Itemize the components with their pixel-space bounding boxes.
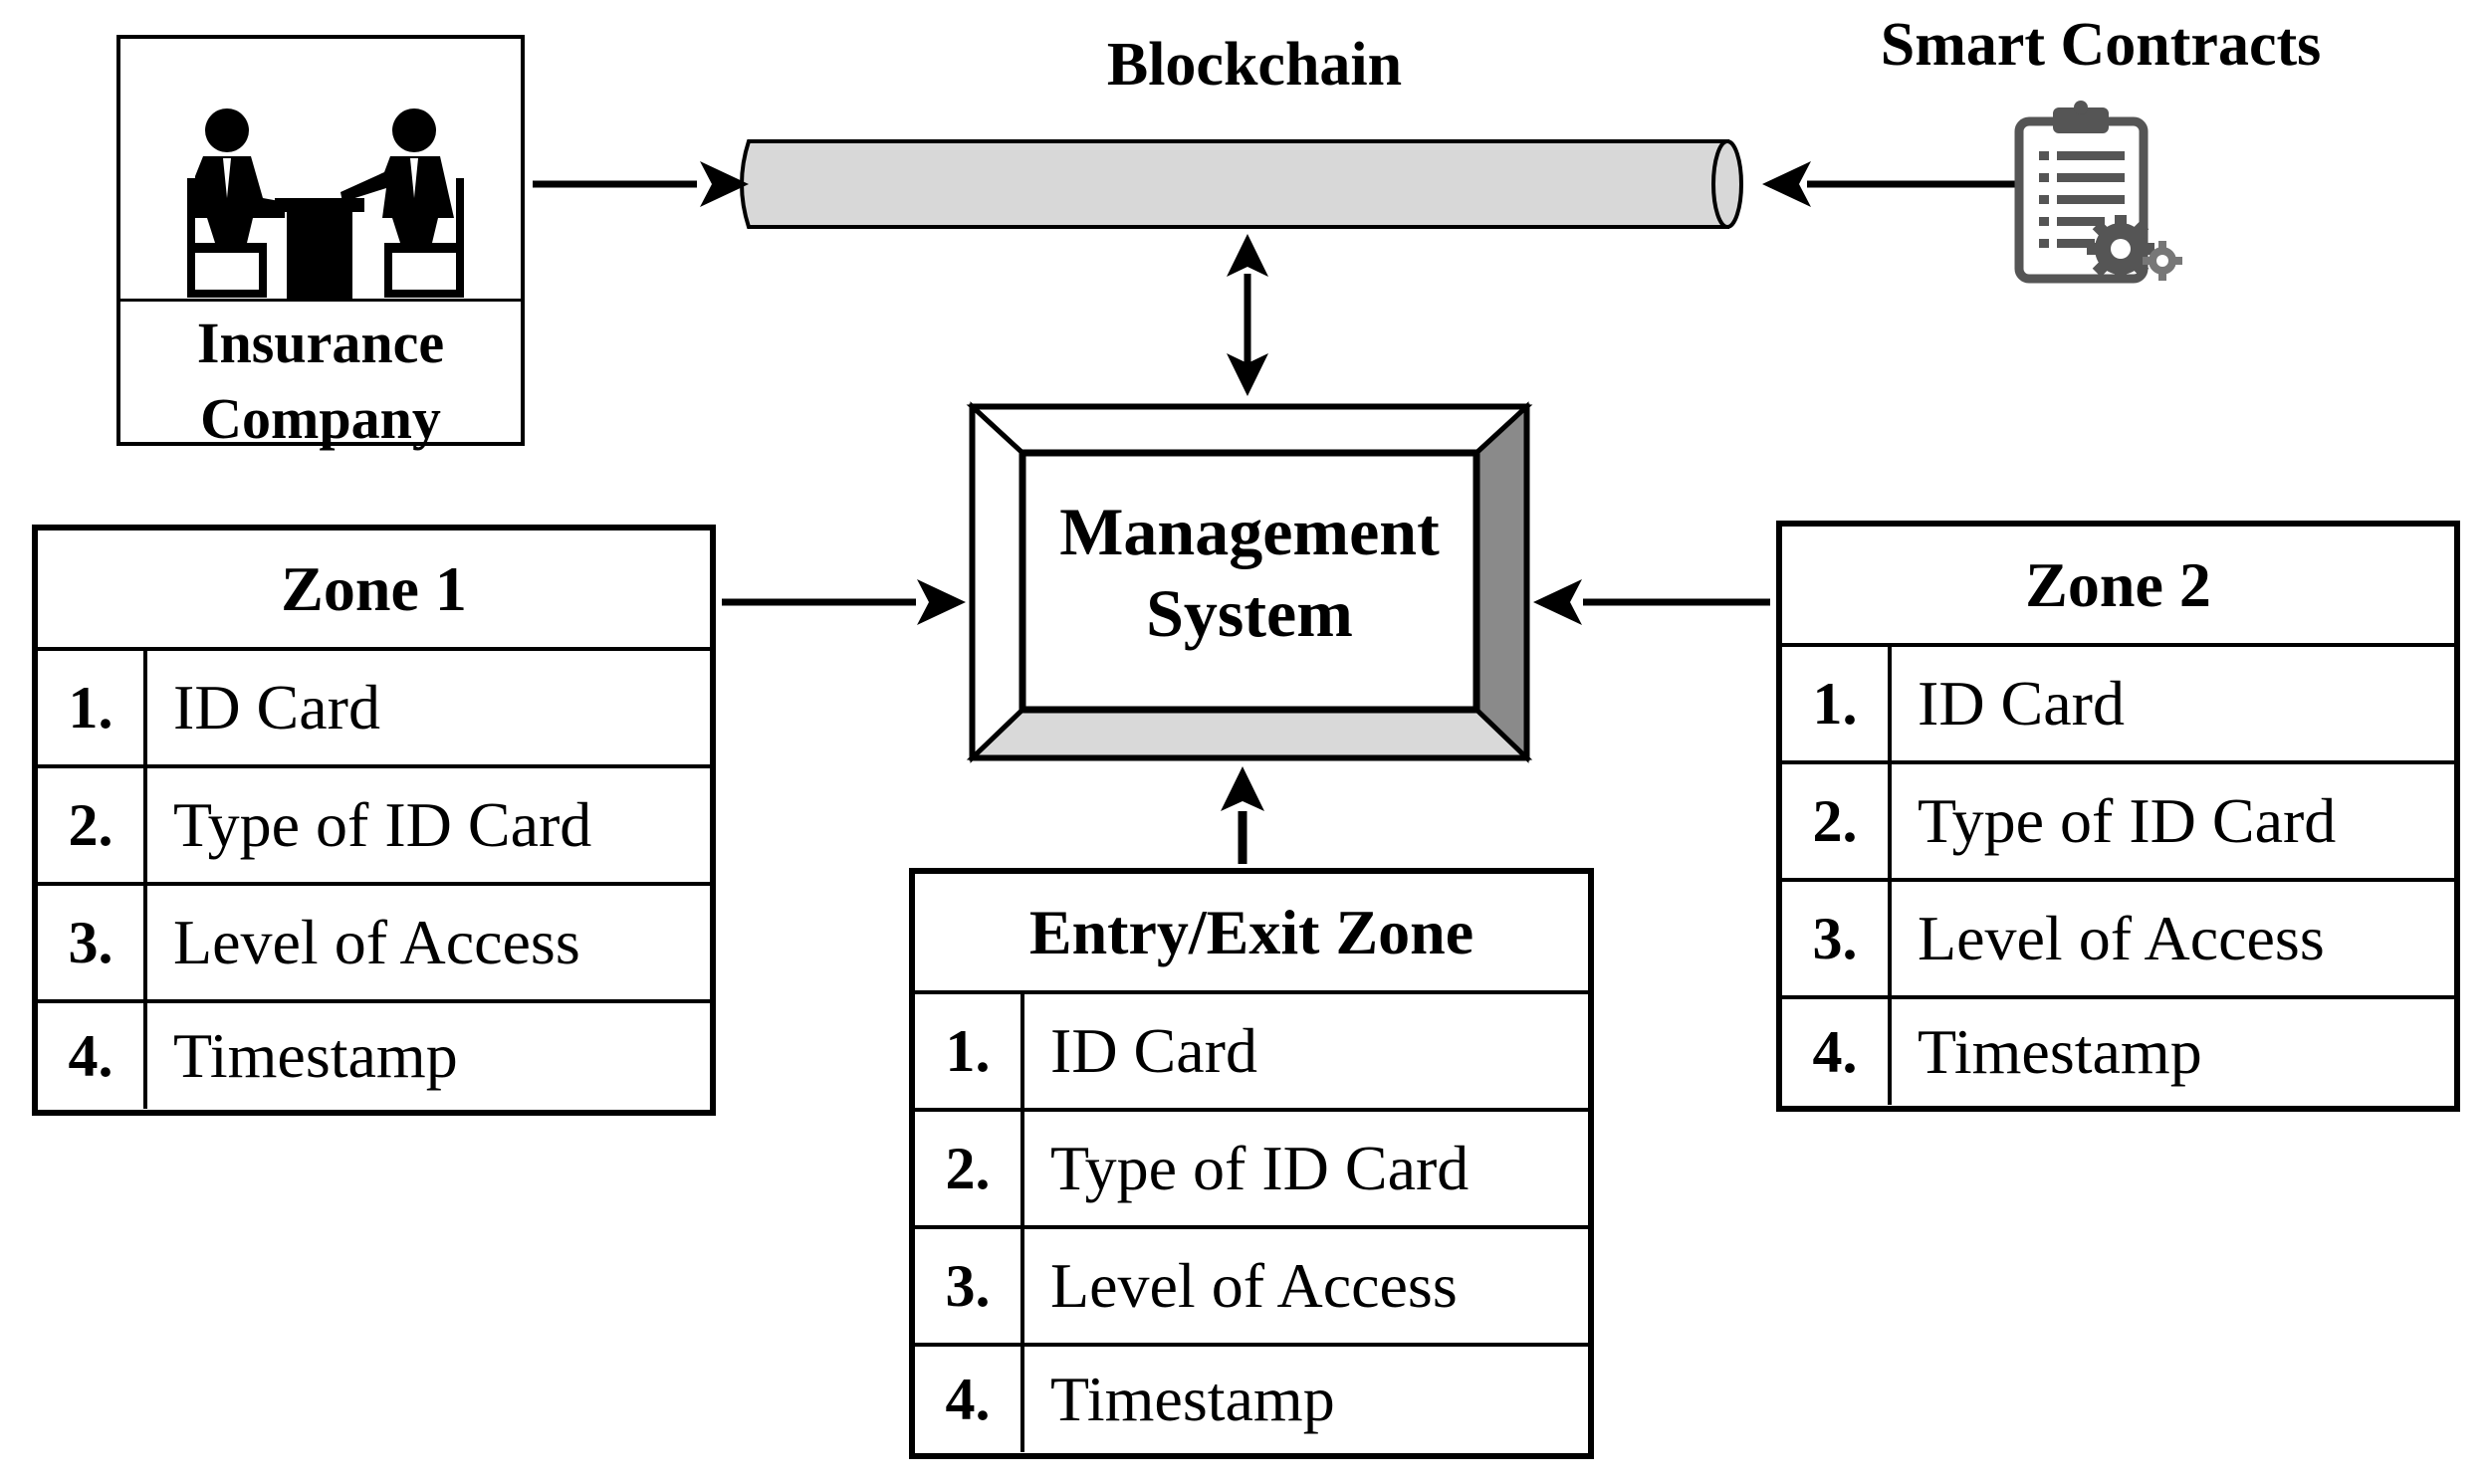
arrow-insurance-to-blockchain-head <box>700 161 749 207</box>
arrow-blockchain-management-head-down <box>1227 353 1268 396</box>
meeting-people-icon <box>187 108 464 300</box>
arrow-contracts-to-blockchain-head <box>1762 161 1811 207</box>
management-system-label: Management System <box>1059 494 1440 651</box>
insurance-company-label: Insurance Company <box>196 311 445 451</box>
smart-contracts-title: Smart Contracts <box>1880 11 2322 79</box>
zone1-table: Zone 1 1.ID Card 2.Type of ID Card 3.Lev… <box>32 525 716 1116</box>
table-row: 4.Timestamp <box>1782 999 2454 1105</box>
blockchain-title: Blockchain <box>1106 31 1403 99</box>
clipboard-gears-icon <box>2014 101 2182 284</box>
table-row: 2.Type of ID Card <box>38 768 710 886</box>
table-row: 4.Timestamp <box>38 1003 710 1109</box>
arrow-zone1-to-management-head <box>917 579 966 625</box>
table-row: 2.Type of ID Card <box>915 1112 1588 1229</box>
entry-exit-zone-title: Entry/Exit Zone <box>915 874 1588 994</box>
arrow-zone2-to-management-head <box>1533 579 1582 625</box>
zone2-title: Zone 2 <box>1782 527 2454 647</box>
arrow-blockchain-management-head-up <box>1227 234 1268 277</box>
insurance-company-box: Insurance Company <box>116 35 525 451</box>
table-row: 1.ID Card <box>1782 647 2454 764</box>
table-row: 4.Timestamp <box>915 1347 1588 1452</box>
entry-exit-zone-table: Entry/Exit Zone 1.ID Card 2.Type of ID C… <box>909 868 1594 1459</box>
blockchain-pipe <box>740 139 1743 229</box>
zone2-table: Zone 2 1.ID Card 2.Type of ID Card 3.Lev… <box>1776 521 2460 1112</box>
table-row: 3.Level of Access <box>915 1229 1588 1347</box>
management-frame <box>966 401 1533 763</box>
insurance-divider <box>120 299 521 302</box>
arrow-entry-to-management-head <box>1221 766 1264 811</box>
table-row: 3.Level of Access <box>38 886 710 1003</box>
table-row: 1.ID Card <box>915 994 1588 1112</box>
zone1-title: Zone 1 <box>38 530 710 651</box>
table-row: 2.Type of ID Card <box>1782 764 2454 882</box>
table-row: 3.Level of Access <box>1782 882 2454 999</box>
table-row: 1.ID Card <box>38 651 710 768</box>
